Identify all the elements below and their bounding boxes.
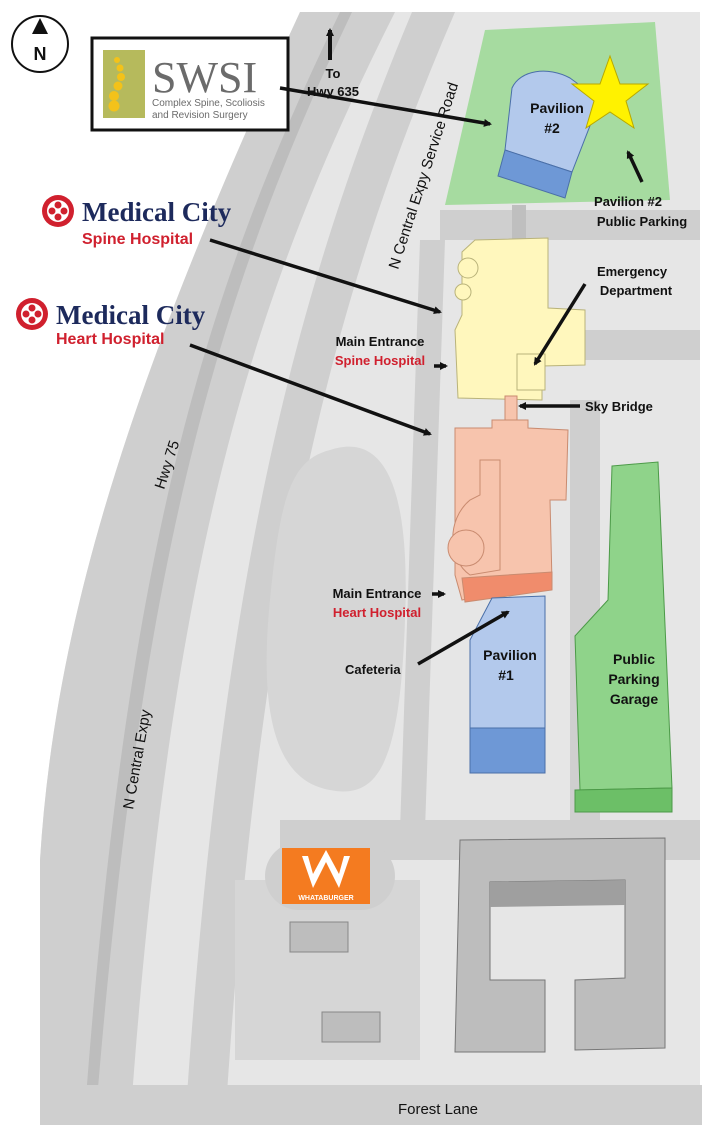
compass-letter: N	[34, 44, 47, 64]
pavilion2-parking-arrow	[626, 150, 644, 183]
pavilion1-label-1: Pavilion	[483, 647, 537, 663]
hwy75-road	[40, 12, 395, 1125]
hwy635-label-2: Hwy 635	[307, 84, 359, 99]
garage-label-1: Public	[613, 651, 655, 667]
pavilion2-parking-label-2: Public Parking	[597, 214, 687, 229]
heart-logo-icon	[16, 298, 48, 330]
star-icon	[570, 54, 650, 130]
spine-hospital-rotunda-1	[457, 257, 479, 279]
cafeteria-arrow	[417, 610, 510, 666]
whataburger-w-icon	[302, 850, 350, 888]
campus-west-road	[400, 240, 445, 830]
spine-entrance-label-2: Spine Hospital	[335, 353, 425, 368]
emergency-block	[516, 353, 546, 391]
spine-hospital-rotunda-2	[454, 283, 472, 301]
swsi-arrow	[279, 86, 492, 127]
heart-entrance-label-1: Main Entrance	[333, 586, 422, 601]
pavilion2-side	[497, 149, 573, 199]
small-building-1	[289, 921, 349, 953]
swsi-tagline-1: Complex Spine, Scoliosis	[152, 98, 265, 109]
compass-arrow	[32, 18, 48, 34]
swsi-logo-name: SWSI	[152, 53, 257, 102]
pavilion2-parking-label-1: Pavilion #2	[594, 194, 662, 209]
spine-logo-arrow	[209, 238, 442, 315]
swsi-spine-dots	[108, 57, 125, 112]
heart-hospital-base	[461, 571, 553, 603]
swsi-tagline-2: and Revision Surgery	[152, 110, 248, 121]
campus-middle-road	[555, 330, 700, 360]
sky-bridge-label: Sky Bridge	[585, 399, 653, 414]
spine-logo-name: Medical City	[82, 197, 232, 227]
large-gray-building-inner	[490, 880, 625, 907]
walkway	[512, 205, 526, 243]
forest-lane-road	[40, 1085, 702, 1125]
forest-lane-label: Forest Lane	[398, 1101, 478, 1118]
emergency-label-1: Emergency	[597, 264, 668, 279]
heart-logo-subtitle: Heart Hospital	[56, 331, 164, 348]
campus-inner-road	[440, 210, 700, 240]
whataburger-label: WHATABURGER	[298, 895, 353, 902]
garage-label-3: Garage	[610, 691, 658, 707]
pavilion2-building	[504, 70, 601, 173]
oval-lot	[266, 446, 406, 792]
service-road	[185, 12, 455, 1125]
heart-logo-arrow	[189, 343, 432, 436]
pavilion2-label-2: #2	[544, 120, 560, 136]
garage-side	[574, 787, 673, 813]
garage-label-2: Parking	[608, 671, 659, 687]
spine-logo-subtitle: Spine Hospital	[82, 231, 193, 248]
emergency-label-2: Department	[600, 283, 673, 298]
cafeteria-label: Cafeteria	[345, 662, 401, 677]
pavilion1-label-2: #1	[498, 667, 514, 683]
heart-logo-name: Medical City	[56, 300, 206, 330]
heart-entrance-label-2: Heart Hospital	[333, 605, 421, 620]
spine-logo-icon	[42, 195, 74, 227]
pavilion2-label-1: Pavilion	[530, 100, 584, 116]
heart-hospital-rotunda	[447, 529, 485, 567]
emergency-arrow	[533, 283, 587, 366]
hwy635-label-1: To	[326, 66, 341, 81]
pavilion1-side	[469, 727, 546, 774]
small-building-2	[321, 1011, 381, 1043]
compass-icon	[11, 15, 69, 73]
spine-entrance-label-1: Main Entrance	[336, 334, 425, 349]
